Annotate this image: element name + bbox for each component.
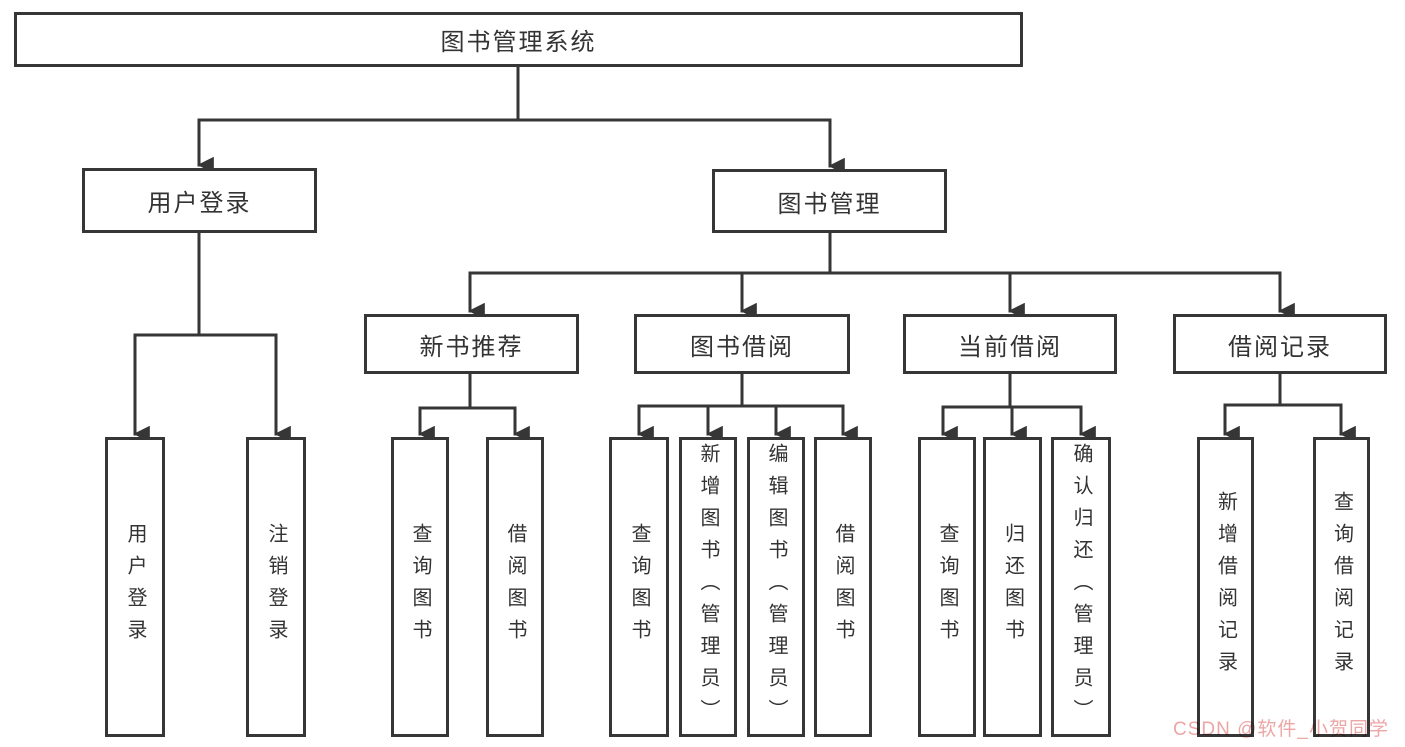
- leaf-label: 归还图书: [1001, 523, 1024, 651]
- connector-root-to-level2: [197, 65, 845, 175]
- leaf-add-borrow-record: 新增借阅记录: [1197, 437, 1254, 737]
- leaf-label: 确认归还（管理员）: [1070, 443, 1092, 731]
- connector-borrow-to-leaves: [637, 372, 858, 443]
- node-label: 图书管理: [777, 190, 882, 218]
- node-book-management: 图书管理: [712, 169, 947, 233]
- node-label: 图书借阅: [690, 333, 794, 361]
- leaf-label: 查询图书: [936, 523, 958, 651]
- leaf-borrow-books: 借阅图书: [814, 437, 872, 737]
- leaf-add-books-admin: 新增图书（管理员）: [679, 437, 737, 737]
- node-label: 图书管理系统: [440, 29, 597, 56]
- leaf-confirm-return-admin: 确认归还（管理员）: [1051, 437, 1111, 737]
- leaf-label: 查询图书: [628, 523, 650, 651]
- node-new-book-recommend: 新书推荐: [364, 314, 579, 374]
- leaf-query-borrow-record: 查询借阅记录: [1313, 437, 1370, 737]
- leaf-label: 编辑图书（管理员）: [765, 443, 787, 731]
- leaf-query-books-borrow: 查询图书: [609, 437, 669, 737]
- node-label: 借阅记录: [1228, 333, 1332, 361]
- connector-bookmgmt-to-level3: [468, 231, 1295, 320]
- leaf-query-books-current: 查询图书: [918, 437, 976, 737]
- node-user-login: 用户登录: [82, 168, 317, 233]
- node-current-borrow: 当前借阅: [903, 314, 1117, 374]
- node-borrow-records: 借阅记录: [1173, 314, 1387, 374]
- leaf-label: 用户登录: [124, 523, 146, 651]
- leaf-query-books-recommend: 查询图书: [391, 437, 449, 737]
- leaf-return-books: 归还图书: [983, 437, 1042, 737]
- leaf-user-login: 用户登录: [105, 437, 165, 737]
- node-book-borrow: 图书借阅: [634, 314, 850, 374]
- leaf-label: 借阅图书: [832, 523, 854, 651]
- leaf-label: 注销登录: [265, 523, 287, 651]
- leaf-label: 新增借阅记录: [1214, 491, 1237, 683]
- leaf-edit-books-admin: 编辑图书（管理员）: [747, 437, 805, 737]
- leaf-label: 查询借阅记录: [1330, 491, 1353, 683]
- node-label: 新书推荐: [419, 333, 524, 361]
- connector-current-to-leaves: [941, 372, 1096, 443]
- leaf-label: 查询图书: [409, 523, 431, 651]
- node-label: 用户登录: [147, 190, 252, 217]
- connector-userlogin-to-leaves: [133, 231, 291, 443]
- node-root: 图书管理系统: [14, 12, 1023, 67]
- csdn-watermark: CSDN @软件_小贺同学: [1173, 719, 1389, 740]
- leaf-label: 借阅图书: [504, 523, 526, 651]
- leaf-borrow-books-recommend: 借阅图书: [486, 437, 544, 737]
- leaf-logout-login: 注销登录: [246, 437, 306, 737]
- connector-records-to-leaves: [1223, 372, 1356, 443]
- leaf-label: 新增图书（管理员）: [697, 443, 719, 731]
- connector-recommend-to-leaves: [418, 372, 530, 443]
- node-label: 当前借阅: [958, 333, 1062, 361]
